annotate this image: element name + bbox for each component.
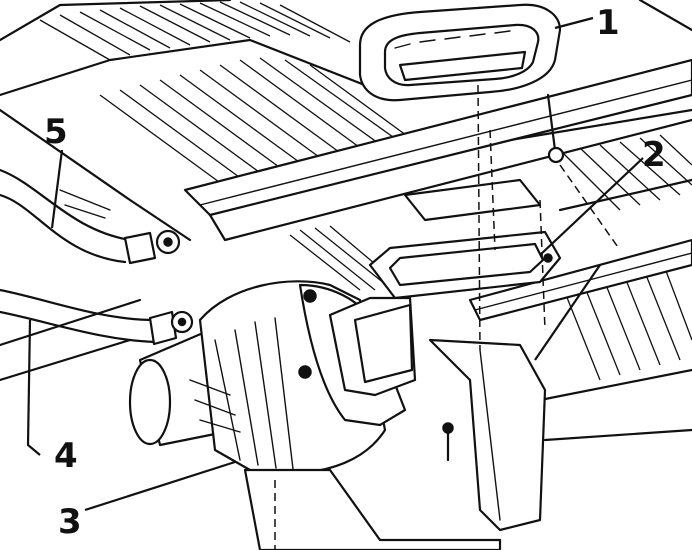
lower-rail: [468, 238, 692, 322]
blower-housing-part-3: [128, 280, 417, 475]
cross-rail: [183, 58, 692, 242]
callout-label-5: 5: [44, 112, 68, 152]
heater-case: [243, 338, 547, 550]
mounting-flange-part-2: [368, 230, 562, 300]
screw-fasteners: [442, 93, 565, 462]
vent-grille-part-1: [358, 3, 562, 102]
callout-label-2: 2: [642, 135, 666, 175]
seal-plate: [403, 178, 542, 222]
callout-label-3: 3: [58, 502, 82, 542]
floor-panel: [0, 0, 692, 442]
coolant-pipe-part-5: [0, 168, 181, 265]
panel-ribs: [39, 1, 411, 191]
callout-labels: 1 2 3 4 5: [44, 3, 666, 542]
callout-label-4: 4: [54, 436, 78, 476]
coolant-pipe-part-4: [0, 288, 194, 346]
callout-leaders: [26, 16, 644, 512]
callout-label-1: 1: [596, 3, 620, 43]
